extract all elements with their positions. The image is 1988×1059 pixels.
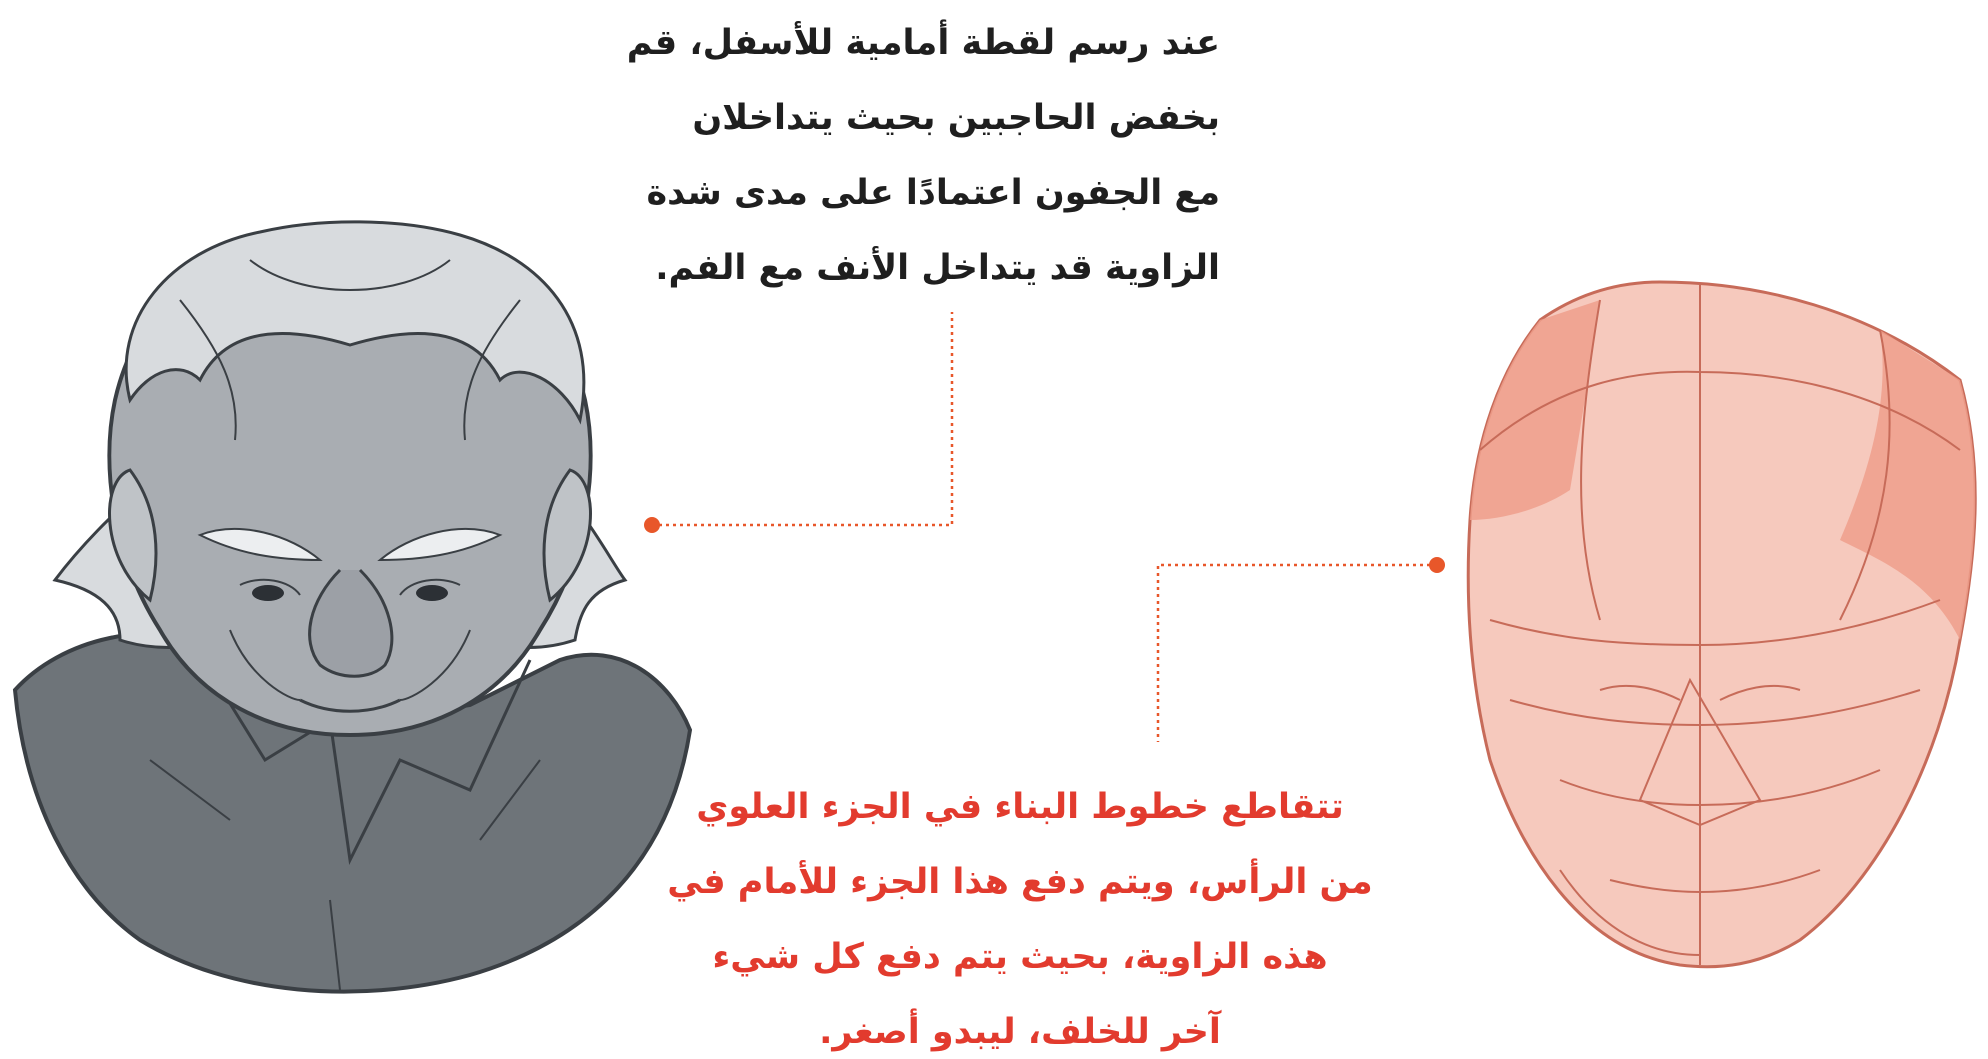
leader-dot-bottom xyxy=(1429,557,1445,573)
character-drawing xyxy=(15,222,690,992)
annotation-top-line-1: عند رسم لقطة أمامية للأسفل، قم xyxy=(600,6,1220,81)
construction-head-drawing xyxy=(1468,282,1975,967)
character-eye-left xyxy=(252,585,284,601)
annotation-bottom: تتقاطع خطوط البناء في الجزء العلوي من ال… xyxy=(620,770,1420,1059)
annotation-top-line-4: الزاوية قد يتداخل الأنف مع الفم. xyxy=(600,231,1220,306)
annotation-top-line-3: مع الجفون اعتمادًا على مدى شدة xyxy=(600,156,1220,231)
character-eye-right xyxy=(416,585,448,601)
leader-line-bottom xyxy=(1158,557,1445,742)
annotation-bottom-line-1: تتقاطع خطوط البناء في الجزء العلوي xyxy=(620,770,1420,845)
annotation-top-line-2: بخفض الحاجبين بحيث يتداخلان xyxy=(600,81,1220,156)
annotation-bottom-line-3: هذه الزاوية، بحيث يتم دفع كل شيء xyxy=(620,920,1420,995)
annotation-bottom-line-4: آخر للخلف، ليبدو أصغر. xyxy=(620,995,1420,1059)
leader-line-top xyxy=(644,312,952,533)
annotation-top: عند رسم لقطة أمامية للأسفل، قم بخفض الحا… xyxy=(600,6,1220,306)
leader-dot-top xyxy=(644,517,660,533)
annotation-bottom-line-2: من الرأس، ويتم دفع هذا الجزء للأمام في xyxy=(620,845,1420,920)
